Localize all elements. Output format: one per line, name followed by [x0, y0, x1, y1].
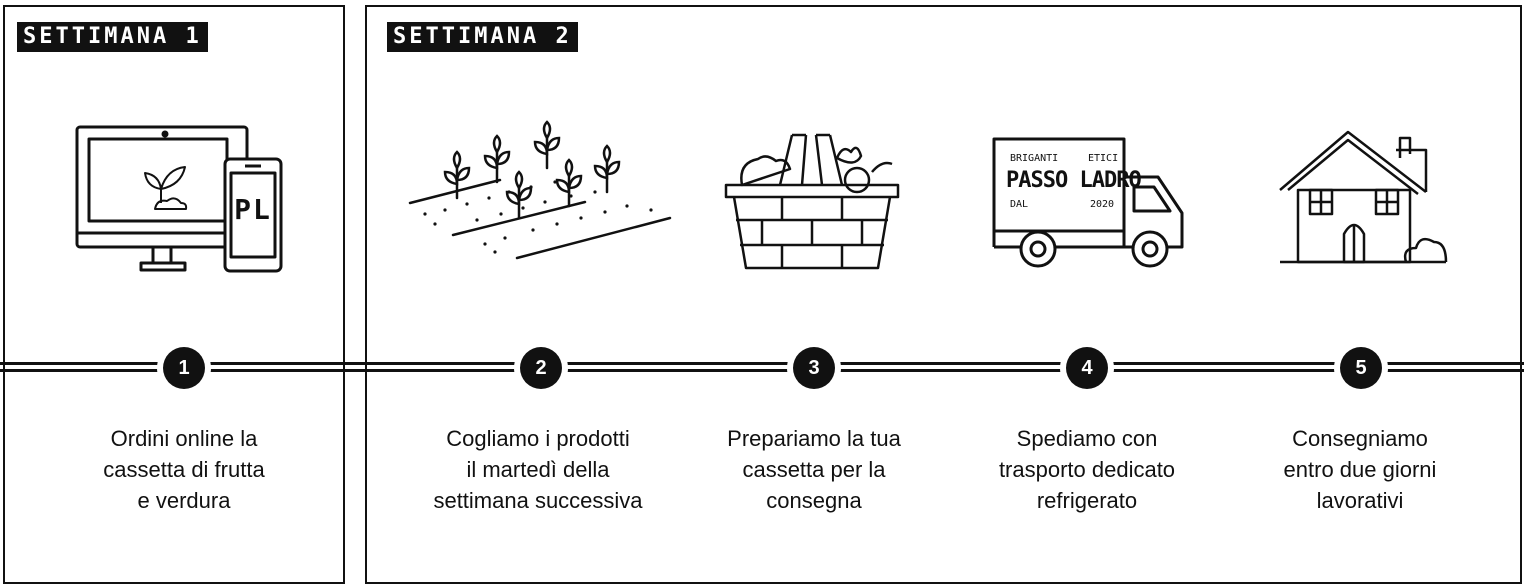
- caption-line: Cogliamo i prodotti: [446, 426, 630, 451]
- step-4-caption: Spediamo con trasporto dedicato refriger…: [967, 423, 1207, 516]
- step-2-caption: Cogliamo i prodotti il martedì della set…: [418, 423, 658, 516]
- week-2-panel: [365, 5, 1522, 584]
- truck-brand-top-left: BRIGANTI: [1010, 153, 1059, 164]
- phone-logo: PL: [234, 193, 272, 226]
- week-1-panel: [3, 5, 345, 584]
- caption-line: lavorativi: [1316, 488, 1404, 513]
- step-1-caption: Ordini online la cassetta di frutta e ve…: [64, 423, 304, 516]
- step-5-caption: Consegniamo entro due giorni lavorativi: [1240, 423, 1480, 516]
- caption-line: consegna: [766, 488, 862, 513]
- caption-line: refrigerato: [1036, 488, 1138, 513]
- caption-line: entro due giorni: [1283, 457, 1437, 482]
- step-2-badge: 2: [520, 347, 562, 389]
- house-icon: [1278, 128, 1448, 268]
- field-plants-icon: [405, 120, 675, 265]
- caption-line: Spediamo con: [1016, 426, 1158, 451]
- truck-brand-top-right: ETICI: [1088, 153, 1119, 164]
- caption-line: Prepariamo la tua: [727, 426, 901, 451]
- caption-line: Ordini online la: [110, 426, 258, 451]
- timeline-line-bottom: [0, 369, 1524, 372]
- truck-brand-name: PASSO LADRO: [1006, 168, 1142, 193]
- step-3-caption: Prepariamo la tua cassetta per la conseg…: [694, 423, 934, 516]
- caption-line: cassetta di frutta: [103, 457, 265, 482]
- devices-icon: PL: [75, 125, 285, 275]
- week-1-label: SETTIMANA 1: [17, 22, 208, 52]
- truck-brand-bottom-left: DAL: [1010, 199, 1029, 210]
- caption-line: il martedì della: [466, 457, 610, 482]
- week-2-label: SETTIMANA 2: [387, 22, 578, 52]
- caption-line: Consegniamo: [1292, 426, 1428, 451]
- basket-icon: [722, 130, 902, 275]
- truck-brand-bottom-right: 2020: [1090, 199, 1115, 210]
- caption-line: e verdura: [137, 488, 231, 513]
- step-3-badge: 3: [793, 347, 835, 389]
- timeline-line-top: [0, 362, 1524, 365]
- step-5-badge: 5: [1340, 347, 1382, 389]
- caption-line: settimana successiva: [433, 488, 643, 513]
- caption-line: cassetta per la: [742, 457, 886, 482]
- caption-line: trasporto dedicato: [998, 457, 1176, 482]
- delivery-truck-icon: BRIGANTI ETICI PASSO LADRO DAL 2020: [990, 135, 1190, 270]
- step-4-badge: 4: [1066, 347, 1108, 389]
- step-1-badge: 1: [163, 347, 205, 389]
